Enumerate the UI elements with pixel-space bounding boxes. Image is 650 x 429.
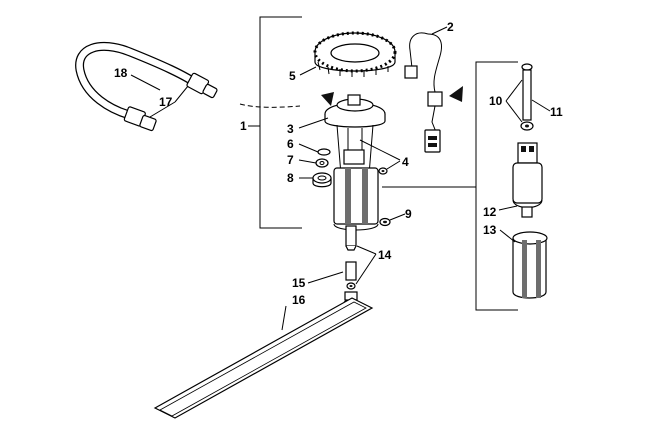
fuel-hose bbox=[75, 41, 301, 121]
callout-7: 7 bbox=[287, 153, 294, 167]
callout-8: 8 bbox=[287, 171, 294, 185]
callout-1: 1 bbox=[240, 119, 247, 133]
callout-4: 4 bbox=[402, 155, 409, 169]
arrow-pointer-left bbox=[321, 92, 334, 106]
callout-14: 14 bbox=[378, 248, 392, 262]
mounting-strap bbox=[153, 297, 374, 419]
grommet-4 bbox=[378, 167, 388, 175]
callout-9: 9 bbox=[405, 207, 412, 221]
grommet-8 bbox=[312, 172, 332, 188]
callout-12: 12 bbox=[483, 205, 497, 219]
wiring-harness bbox=[404, 32, 463, 153]
callout-3: 3 bbox=[287, 122, 294, 136]
callout-5: 5 bbox=[289, 69, 296, 83]
clip-9 bbox=[379, 217, 391, 227]
arrow-pointer-right bbox=[449, 86, 463, 102]
callout-17: 17 bbox=[159, 95, 173, 109]
pump-flange bbox=[321, 92, 386, 128]
callout-6: 6 bbox=[287, 137, 294, 151]
washer-7 bbox=[315, 158, 329, 168]
pump-sleeve bbox=[512, 231, 548, 299]
callout-2: 2 bbox=[447, 20, 454, 34]
hose-fitting-lower bbox=[123, 106, 157, 132]
callout-labels: 1 2 3 4 5 6 7 8 9 10 11 12 13 14 15 16 1… bbox=[114, 20, 563, 307]
pickup-tube-lower bbox=[345, 261, 357, 290]
leader-lines bbox=[130, 26, 551, 331]
pump-module-body bbox=[333, 124, 379, 231]
pickup-tube-upper bbox=[345, 225, 357, 251]
assembly-bracket-1 bbox=[248, 16, 302, 229]
lock-ring bbox=[313, 31, 397, 77]
callout-18: 18 bbox=[114, 66, 128, 80]
hose-fitting-upper bbox=[186, 72, 218, 99]
o-ring-6 bbox=[317, 148, 331, 156]
callout-10: 10 bbox=[489, 94, 503, 108]
assembly-bracket-pump bbox=[382, 61, 518, 311]
strainer-tube bbox=[520, 63, 534, 131]
fuel-pump bbox=[512, 142, 543, 218]
callout-13: 13 bbox=[483, 223, 497, 237]
callout-11: 11 bbox=[550, 105, 563, 119]
callout-15: 15 bbox=[292, 276, 306, 290]
callout-16: 16 bbox=[292, 293, 306, 307]
